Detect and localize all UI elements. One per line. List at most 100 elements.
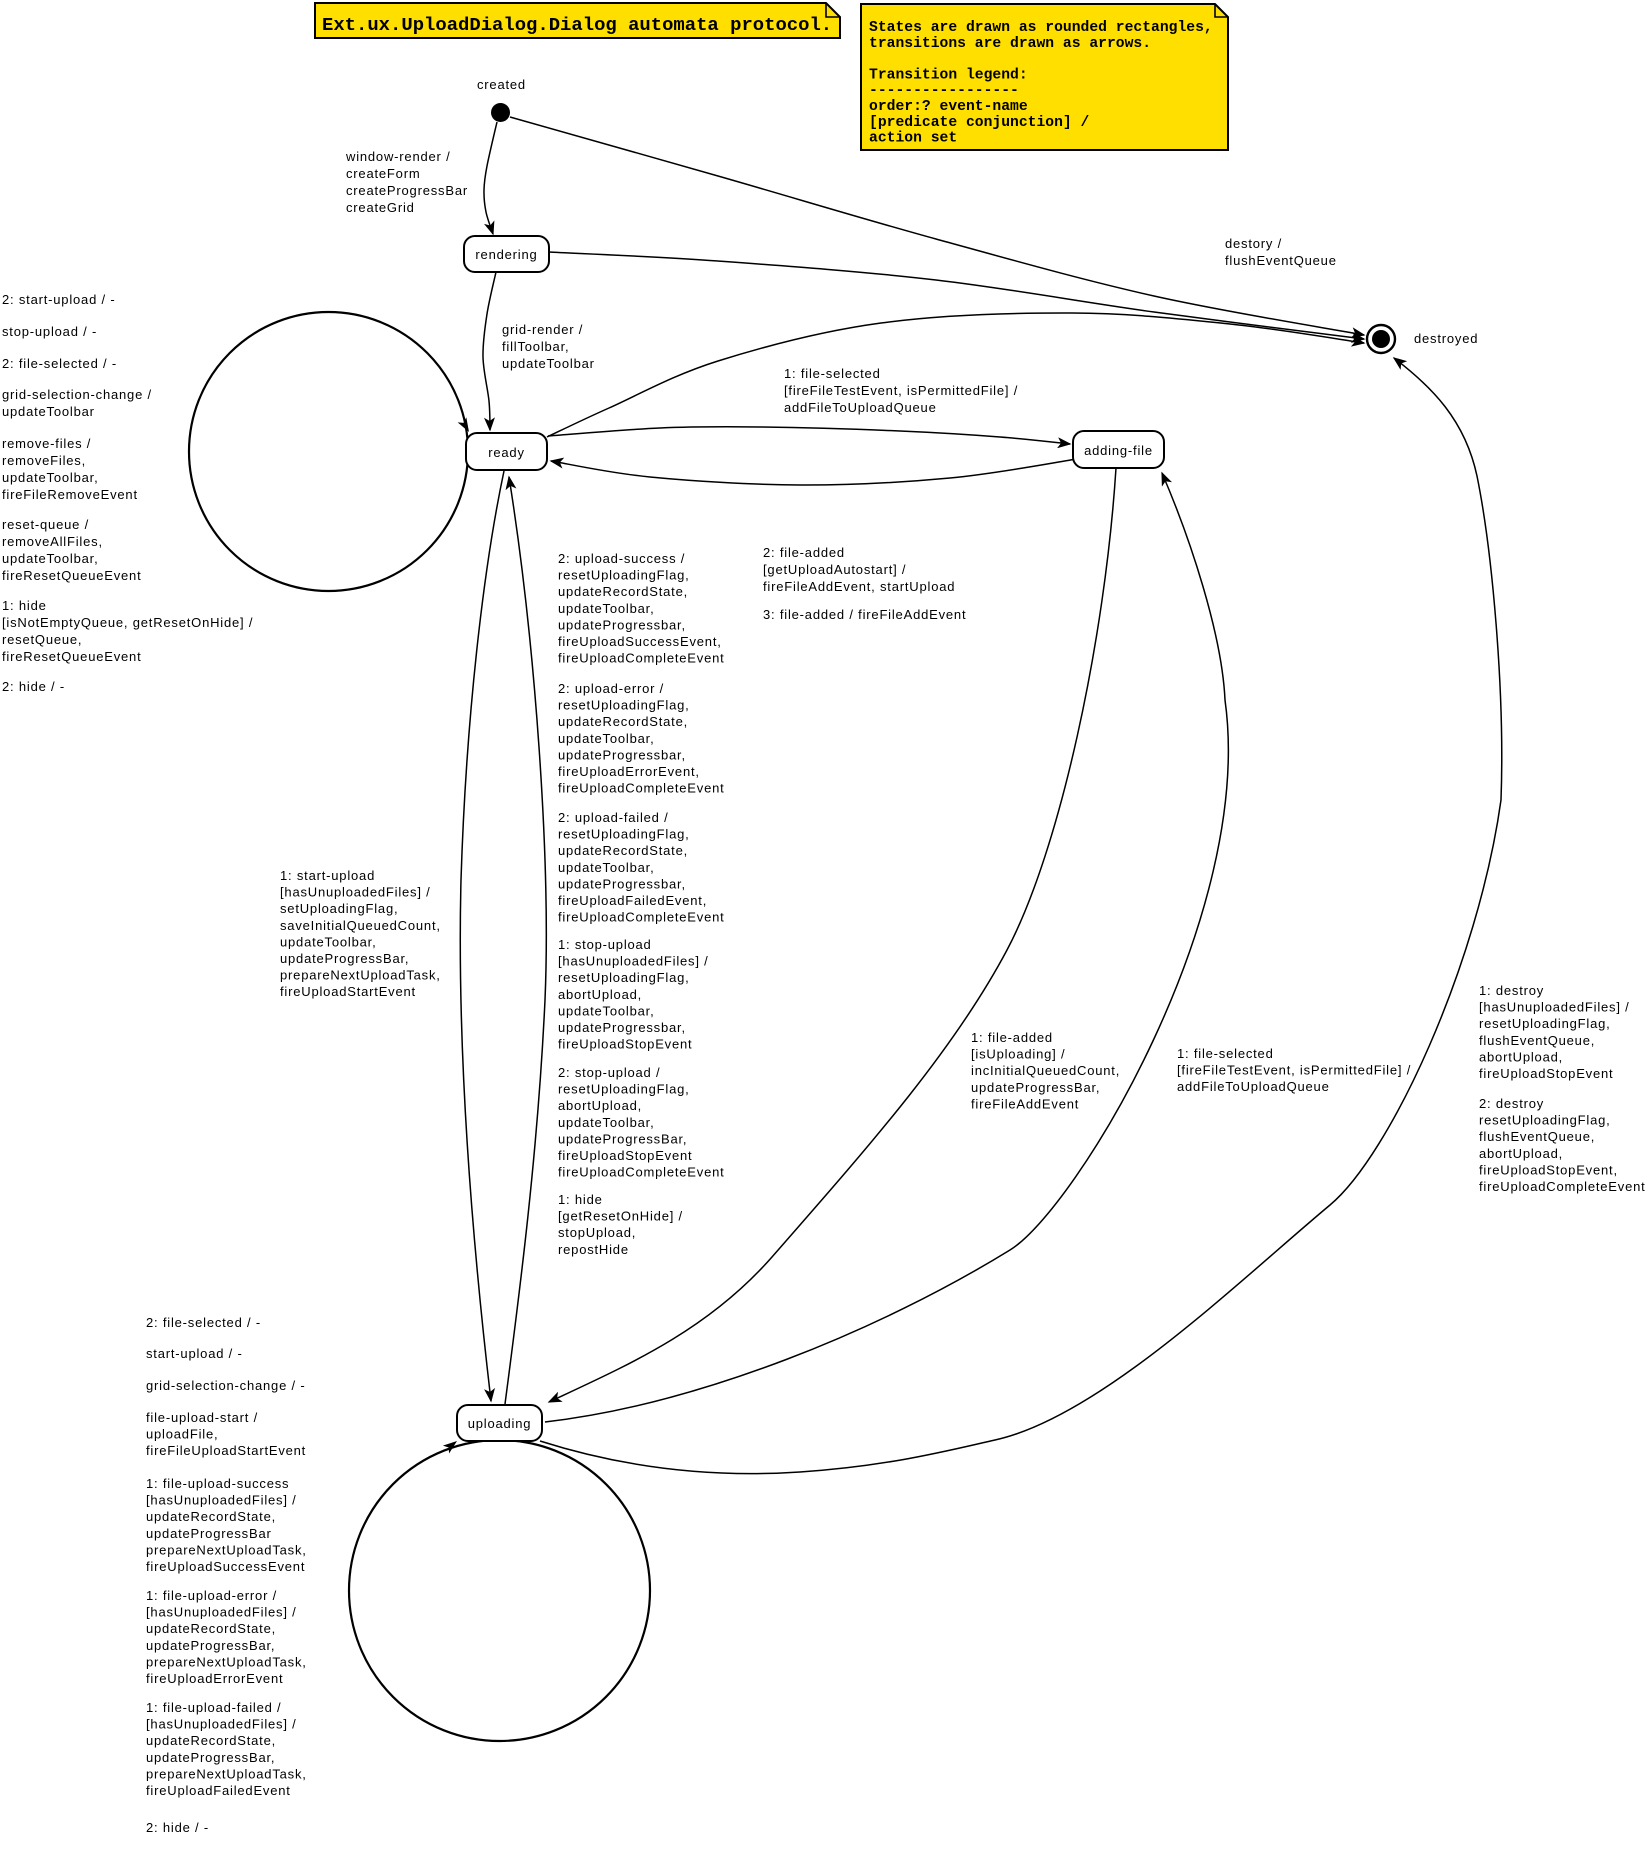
svg-text:[fireFileTestEvent, isPermitte: [fireFileTestEvent, isPermittedFile] / — [784, 383, 1018, 398]
svg-text:resetUploadingFlag,: resetUploadingFlag, — [558, 1082, 690, 1097]
svg-text:fireFileAddEvent: fireFileAddEvent — [971, 1096, 1079, 1111]
svg-text:2: destroy: 2: destroy — [1479, 1096, 1544, 1111]
svg-text:[getUploadAutostart] /: [getUploadAutostart] / — [763, 562, 906, 577]
svg-text:reset-queue /: reset-queue / — [2, 517, 89, 532]
svg-text:updateRecordState,: updateRecordState, — [146, 1733, 276, 1748]
svg-text:rendering: rendering — [475, 247, 537, 262]
svg-text:setUploadingFlag,: setUploadingFlag, — [280, 901, 398, 916]
svg-text:prepareNextUploadTask,: prepareNextUploadTask, — [280, 968, 441, 983]
svg-text:createGrid: createGrid — [346, 200, 415, 215]
svg-text:updateToolbar,: updateToolbar, — [2, 470, 99, 485]
svg-text:prepareNextUploadTask,: prepareNextUploadTask, — [146, 1542, 307, 1557]
svg-text:updateProgressBar: updateProgressBar — [146, 1526, 272, 1541]
svg-text:States are drawn as rounded re: States are drawn as rounded rectangles, — [869, 20, 1213, 36]
svg-text:1: hide: 1: hide — [558, 1192, 603, 1207]
svg-text:updateToolbar: updateToolbar — [502, 356, 595, 371]
svg-text:1: hide: 1: hide — [2, 598, 47, 613]
svg-text:fireResetQueueEvent: fireResetQueueEvent — [2, 568, 142, 583]
svg-text:2: upload-success /: 2: upload-success / — [558, 551, 685, 566]
svg-text:fireUploadCompleteEvent: fireUploadCompleteEvent — [558, 1165, 725, 1180]
svg-text:[hasUnuploadedFiles] /: [hasUnuploadedFiles] / — [146, 1493, 297, 1508]
svg-text:[predicate conjunction] /: [predicate conjunction] / — [869, 115, 1090, 131]
svg-text:created: created — [477, 77, 526, 92]
svg-text:fireUploadStartEvent: fireUploadStartEvent — [280, 984, 416, 999]
svg-text:abortUpload,: abortUpload, — [1479, 1146, 1563, 1161]
svg-text:fireUploadErrorEvent: fireUploadErrorEvent — [146, 1671, 283, 1686]
svg-text:uploadFile,: uploadFile, — [146, 1427, 218, 1442]
svg-text:[isUploading] /: [isUploading] / — [971, 1047, 1065, 1062]
svg-text:updateProgressBar,: updateProgressBar, — [558, 1131, 687, 1146]
svg-text:order:? event-name: order:? event-name — [869, 99, 1028, 115]
svg-text:grid-selection-change /: grid-selection-change / — [2, 387, 152, 402]
svg-text:stopUpload,: stopUpload, — [558, 1225, 636, 1240]
svg-text:fireUploadCompleteEvent: fireUploadCompleteEvent — [558, 781, 725, 796]
svg-text:2: hide / -: 2: hide / - — [2, 679, 65, 694]
svg-text:fireUploadCompleteEvent: fireUploadCompleteEvent — [558, 651, 725, 666]
svg-text:updateToolbar,: updateToolbar, — [558, 1115, 655, 1130]
svg-text:updateRecordState,: updateRecordState, — [558, 843, 688, 858]
svg-text:updateToolbar: updateToolbar — [2, 404, 95, 419]
svg-text:ready: ready — [488, 445, 525, 460]
svg-text:addFileToUploadQueue: addFileToUploadQueue — [1177, 1079, 1330, 1094]
svg-text:remove-files /: remove-files / — [2, 436, 91, 451]
svg-text:resetUploadingFlag,: resetUploadingFlag, — [558, 827, 690, 842]
svg-text:flushEventQueue,: flushEventQueue, — [1479, 1033, 1595, 1048]
svg-text:3: file-added / fireFileAddEve: 3: file-added / fireFileAddEvent — [763, 607, 966, 622]
svg-text:fireUploadErrorEvent,: fireUploadErrorEvent, — [558, 764, 700, 779]
svg-text:fireUploadStopEvent: fireUploadStopEvent — [1479, 1066, 1613, 1081]
svg-text:fireUploadStopEvent,: fireUploadStopEvent, — [1479, 1162, 1618, 1177]
svg-text:repostHide: repostHide — [558, 1242, 629, 1257]
svg-text:updateRecordState,: updateRecordState, — [558, 584, 688, 599]
svg-text:fireUploadFailedEvent,: fireUploadFailedEvent, — [558, 893, 707, 908]
svg-text:updateProgressBar,: updateProgressBar, — [146, 1750, 275, 1765]
svg-text:flushEventQueue,: flushEventQueue, — [1479, 1129, 1595, 1144]
svg-text:2: stop-upload /: 2: stop-upload / — [558, 1065, 660, 1080]
svg-text:updateToolbar,: updateToolbar, — [558, 731, 655, 746]
svg-text:file-upload-start /: file-upload-start / — [146, 1410, 258, 1425]
svg-text:[hasUnuploadedFiles] /: [hasUnuploadedFiles] / — [1479, 1000, 1630, 1015]
svg-text:abortUpload,: abortUpload, — [558, 987, 642, 1002]
svg-text:updateProgressbar,: updateProgressbar, — [558, 747, 686, 762]
svg-text:removeFiles,: removeFiles, — [2, 453, 86, 468]
svg-text:fireResetQueueEvent: fireResetQueueEvent — [2, 649, 142, 664]
svg-text:resetUploadingFlag,: resetUploadingFlag, — [1479, 1113, 1611, 1128]
svg-text:saveInitialQueuedCount,: saveInitialQueuedCount, — [280, 918, 441, 933]
svg-text:1: file-selected: 1: file-selected — [784, 366, 881, 381]
svg-text:fireUploadFailedEvent: fireUploadFailedEvent — [146, 1783, 291, 1798]
svg-text:updateToolbar,: updateToolbar, — [558, 1003, 655, 1018]
svg-text:flushEventQueue: flushEventQueue — [1225, 253, 1337, 268]
svg-text:1: file-upload-failed /: 1: file-upload-failed / — [146, 1700, 281, 1715]
svg-text:fireUploadCompleteEvent: fireUploadCompleteEvent — [1479, 1179, 1646, 1194]
svg-text:grid-selection-change / -: grid-selection-change / - — [146, 1378, 305, 1393]
svg-text:1: file-selected: 1: file-selected — [1177, 1046, 1274, 1061]
svg-text:-----------------: ----------------- — [869, 83, 1019, 99]
svg-text:adding-file: adding-file — [1084, 443, 1153, 458]
svg-text:[fireFileTestEvent, isPermitte: [fireFileTestEvent, isPermittedFile] / — [1177, 1063, 1411, 1078]
svg-text:updateProgressbar,: updateProgressbar, — [558, 876, 686, 891]
svg-text:Transition legend:: Transition legend: — [869, 67, 1028, 83]
svg-text:prepareNextUploadTask,: prepareNextUploadTask, — [146, 1766, 307, 1781]
svg-text:resetUploadingFlag,: resetUploadingFlag, — [558, 568, 690, 583]
svg-text:abortUpload,: abortUpload, — [1479, 1049, 1563, 1064]
svg-text:fillToolbar,: fillToolbar, — [502, 339, 569, 354]
svg-text:updateRecordState,: updateRecordState, — [146, 1621, 276, 1636]
svg-text:1: file-added: 1: file-added — [971, 1030, 1053, 1045]
svg-text:abortUpload,: abortUpload, — [558, 1098, 642, 1113]
svg-text:updateToolbar,: updateToolbar, — [2, 551, 99, 566]
svg-text:updateToolbar,: updateToolbar, — [558, 601, 655, 616]
svg-text:2: upload-error /: 2: upload-error / — [558, 681, 664, 696]
svg-text:Ext.ux.UploadDialog.Dialog aut: Ext.ux.UploadDialog.Dialog automata prot… — [322, 14, 832, 36]
svg-text:2: upload-failed /: 2: upload-failed / — [558, 810, 669, 825]
svg-text:start-upload / -: start-upload / - — [146, 1346, 243, 1361]
svg-text:window-render /: window-render / — [345, 149, 451, 164]
svg-text:destroyed: destroyed — [1414, 331, 1478, 346]
svg-text:resetUploadingFlag,: resetUploadingFlag, — [558, 970, 690, 985]
svg-text:action set: action set — [869, 131, 957, 147]
svg-text:grid-render /: grid-render / — [502, 322, 583, 337]
svg-text:resetUploadingFlag,: resetUploadingFlag, — [558, 698, 690, 713]
svg-text:updateRecordState,: updateRecordState, — [558, 714, 688, 729]
svg-text:updateProgressBar,: updateProgressBar, — [280, 951, 409, 966]
svg-text:2: file-selected / -: 2: file-selected / - — [146, 1315, 261, 1330]
svg-text:fireFileUploadStartEvent: fireFileUploadStartEvent — [146, 1443, 306, 1458]
svg-text:addFileToUploadQueue: addFileToUploadQueue — [784, 400, 937, 415]
